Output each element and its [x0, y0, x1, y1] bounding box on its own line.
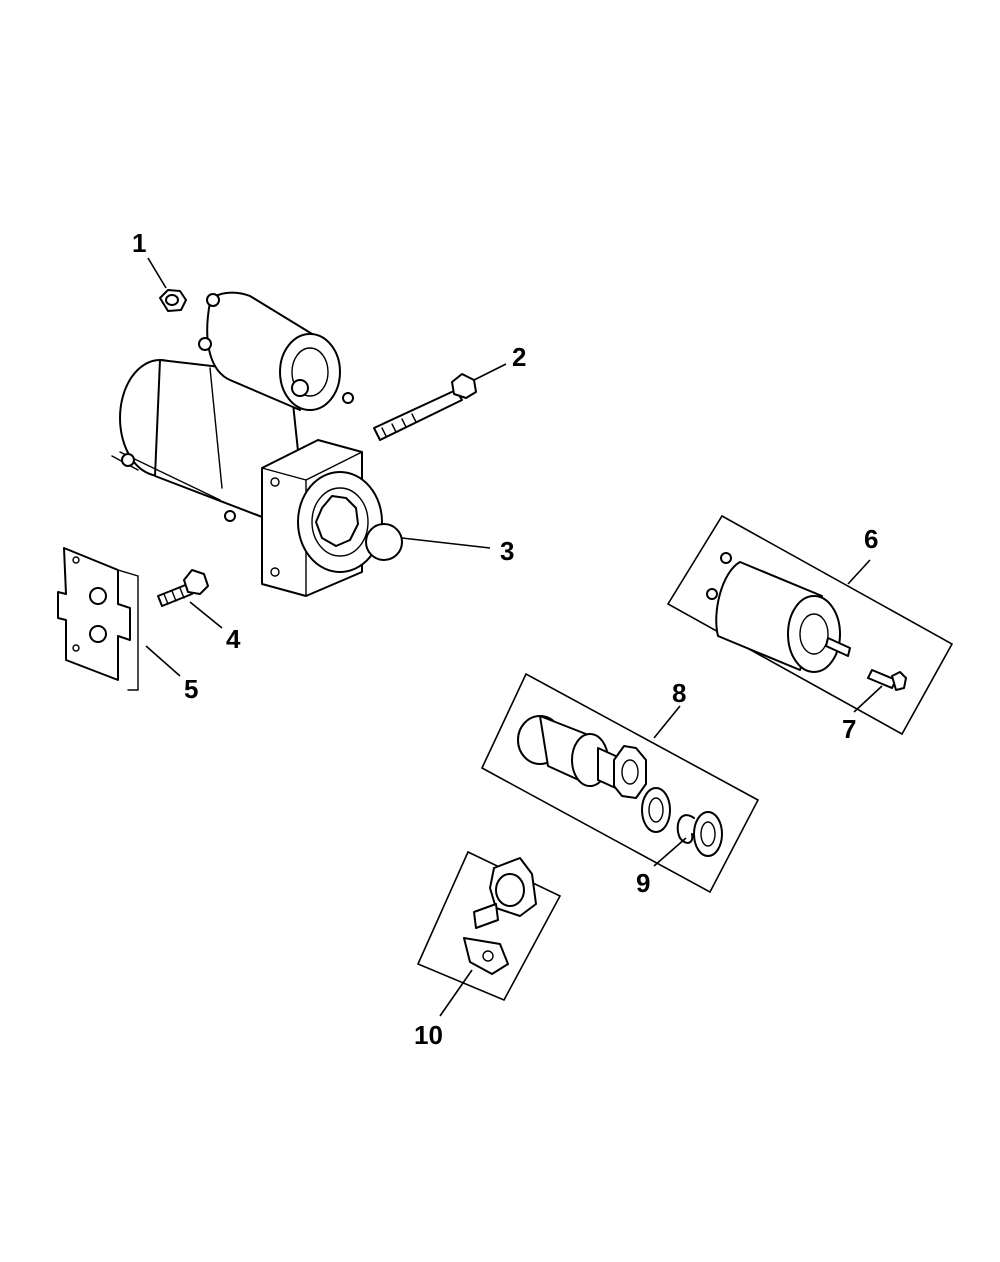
part-through-bolt — [373, 373, 477, 441]
callout-starter-motor: 3 — [500, 536, 514, 566]
callout-solenoid: 6 — [864, 524, 878, 554]
callout-nut: 1 — [132, 228, 146, 258]
part-nut — [159, 289, 187, 312]
part-solenoid-screw — [867, 669, 907, 691]
leader-5 — [145, 645, 181, 677]
part-shim-plate — [57, 547, 139, 691]
leader-2 — [473, 363, 507, 381]
frame-drive-group — [480, 672, 760, 894]
callout-through-bolt: 2 — [512, 342, 526, 372]
callouts: 1 2 3 4 5 6 7 8 9 10 — [132, 228, 878, 1050]
callout-solenoid-screw: 7 — [842, 714, 856, 744]
leader-1 — [147, 257, 167, 289]
callout-mounting-bolt: 4 — [226, 624, 241, 654]
leader-lines — [145, 257, 883, 1017]
callout-shim-plate: 5 — [184, 674, 198, 704]
part-retaining-ring — [641, 787, 723, 857]
leader-6 — [847, 559, 871, 585]
callout-drive-assembly: 8 — [672, 678, 686, 708]
leader-7 — [853, 685, 883, 713]
frame-solenoid-group — [666, 514, 954, 736]
part-mounting-bolt — [157, 569, 209, 607]
part-solenoid — [706, 552, 851, 673]
part-starter-motor — [111, 291, 403, 597]
leader-8 — [653, 705, 681, 739]
leader-3 — [401, 537, 491, 549]
callout-retaining-ring: 9 — [636, 868, 650, 898]
leader-10 — [439, 969, 473, 1017]
part-drive-assembly — [517, 715, 647, 799]
leader-9 — [653, 837, 687, 867]
part-shift-lever — [463, 857, 537, 975]
callout-shift-lever: 10 — [414, 1020, 443, 1050]
frame-shift-lever — [416, 850, 562, 1002]
leader-4 — [189, 601, 223, 629]
